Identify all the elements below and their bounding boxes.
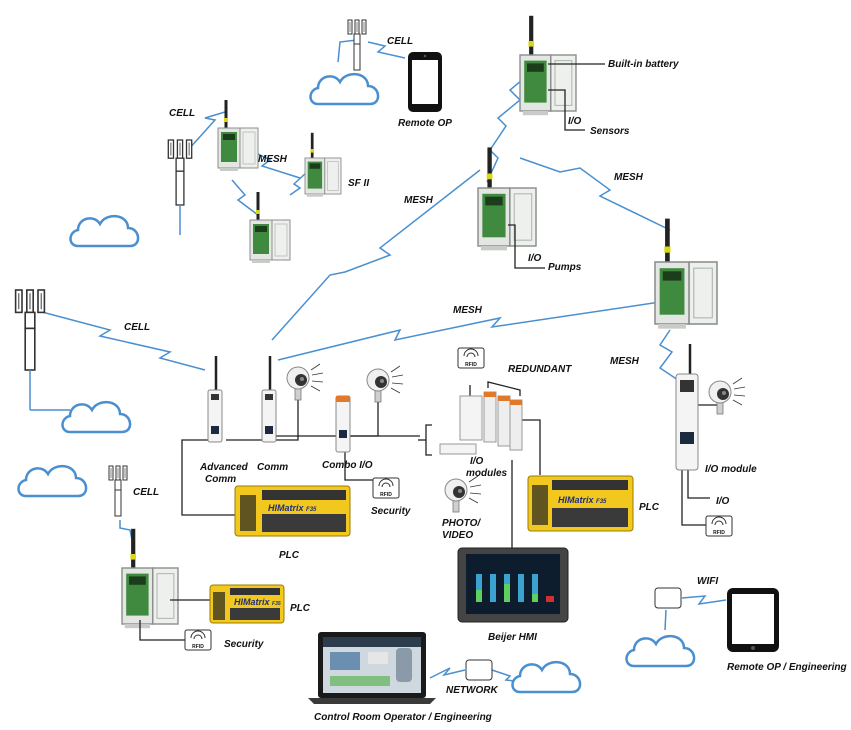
network-switch-icon — [465, 659, 493, 681]
label-mesh-right: MESH — [610, 356, 640, 367]
wifi-router-icon — [654, 587, 682, 609]
wireless-links — [41, 39, 727, 683]
label-io-right: I/O — [716, 496, 730, 507]
tablet-icon — [727, 588, 779, 652]
cloud-icon — [61, 400, 132, 434]
cell-tower-icon — [347, 19, 367, 71]
plc-brand: HIMatrix F35 — [558, 495, 607, 505]
rfid-label: RFID — [192, 644, 204, 650]
label-cell-mid: CELL — [124, 322, 150, 333]
enclosure-sfii — [303, 131, 343, 199]
rfid-reader-icon: RFID — [705, 515, 733, 537]
plc-brand: HIMatrix F35 — [268, 503, 317, 513]
label-redundant: REDUNDANT — [508, 364, 572, 375]
label-built-in-battery: Built-in battery — [608, 59, 679, 70]
cloud-icon — [17, 464, 88, 498]
rfid-reader-icon: RFID — [457, 347, 485, 369]
label-security-mid: Security — [371, 506, 411, 517]
enclosure-top — [520, 16, 576, 115]
enclosure-left — [216, 98, 260, 173]
label-remote-op: Remote OP — [398, 118, 452, 129]
label-io-top: I/O — [568, 116, 582, 127]
camera-icon — [366, 365, 404, 403]
label-network: NETWORK — [446, 685, 498, 696]
label-plc-right: PLC — [639, 502, 660, 513]
combo-io-module — [335, 395, 351, 453]
label-sensors: Sensors — [590, 126, 630, 137]
cell-tower-icon — [167, 139, 193, 206]
enclosure-lower — [248, 190, 292, 265]
cloud-icon — [625, 634, 696, 668]
rfid-reader-icon: RFID — [184, 629, 212, 651]
label-cell-left: CELL — [169, 108, 195, 119]
control-room-laptop — [308, 632, 436, 704]
label-cell-top: CELL — [387, 36, 413, 47]
label-advanced-comm-1: Advanced — [199, 462, 249, 473]
label-photo-video-2: VIDEO — [442, 530, 473, 541]
beijer-hmi-panel — [457, 547, 569, 623]
plc-bottom: HIMatrix F35 — [209, 584, 285, 624]
label-io-modules-2: modules — [466, 468, 508, 479]
label-sf-ii: SF II — [348, 178, 369, 189]
plc-brand: HIMatrix F35 — [234, 597, 281, 607]
label-control-room: Control Room Operator / Engineering — [314, 712, 492, 723]
advanced-comm-module — [206, 354, 224, 444]
rfid-reader-icon: RFID — [372, 477, 400, 499]
plc-right: HIMatrix F35 — [527, 475, 634, 532]
io-module-right — [675, 344, 699, 471]
label-remote-op-engineering: Remote OP / Engineering — [727, 662, 847, 673]
cloud-icon — [511, 660, 582, 694]
label-pumps: Pumps — [548, 262, 582, 273]
comm-module — [260, 354, 278, 444]
phone-icon — [408, 52, 442, 112]
cloud-icon — [69, 214, 140, 248]
label-mesh-center: MESH — [404, 195, 434, 206]
label-mesh-right-top: MESH — [614, 172, 644, 183]
rfid-label: RFID — [713, 530, 725, 536]
enclosure-right — [655, 219, 717, 329]
label-mesh-left: MESH — [258, 154, 288, 165]
camera-icon — [708, 377, 746, 415]
camera-icon — [444, 475, 482, 513]
rfid-label: RFID — [380, 492, 392, 498]
redundant-io-modules — [439, 381, 523, 455]
label-cell-bottom: CELL — [133, 487, 159, 498]
label-plc-center: PLC — [279, 550, 300, 561]
rfid-label: RFID — [465, 362, 477, 368]
camera-icon — [286, 363, 324, 401]
label-io-module: I/O module — [705, 464, 757, 475]
label-wifi: WIFI — [697, 576, 718, 587]
label-io-pumps: I/O — [528, 253, 542, 264]
label-combo-io: Combo I/O — [322, 460, 373, 471]
cell-tower-icon — [14, 289, 46, 371]
label-plc-bottom: PLC — [290, 603, 311, 614]
label-mesh-middle: MESH — [453, 305, 483, 316]
enclosure-center — [478, 147, 536, 250]
label-advanced-comm-2: Comm — [205, 474, 236, 485]
label-security-bottom: Security — [224, 639, 264, 650]
plc-center: HIMatrix F35 — [234, 485, 351, 537]
label-io-modules-1: I/O — [470, 456, 484, 467]
cloud-icon — [309, 72, 380, 106]
label-beijer-hmi: Beijer HMI — [488, 632, 537, 643]
enclosure-bottom — [122, 529, 178, 628]
label-comm: Comm — [257, 462, 288, 473]
label-photo-video-1: PHOTO/ — [442, 518, 481, 529]
